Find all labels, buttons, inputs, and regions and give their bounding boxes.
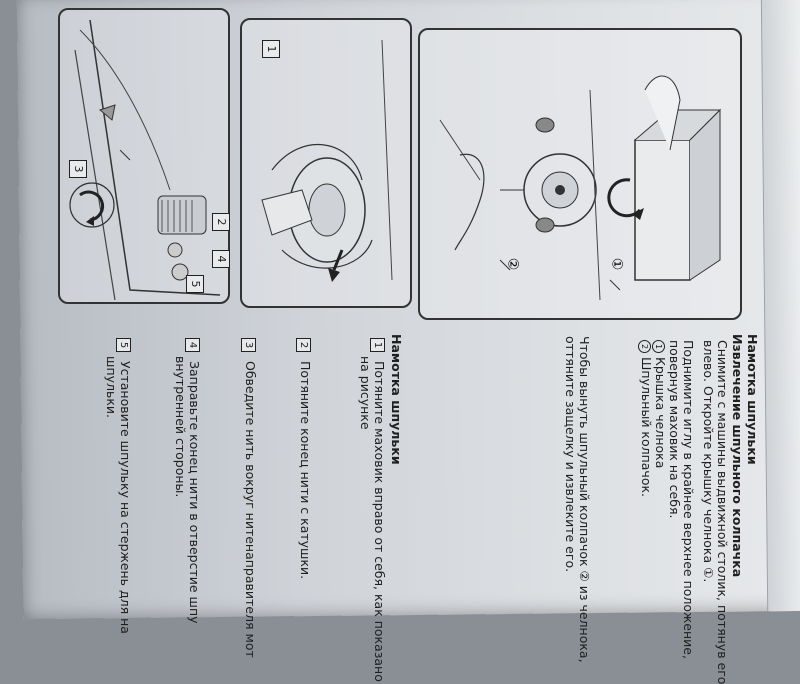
intro-line-2: влево. Откройте крышку челнока ①. — [701, 340, 716, 583]
page-binding-edge — [760, 0, 800, 612]
handwheel-drawing — [261, 39, 393, 282]
figure-bobbin-winder: 3 2 4 5 — [58, 8, 230, 304]
step-3: 3 Обведите нить вокруг нитенаправителя м… — [241, 338, 258, 658]
remove-line-1: Чтобы вынуть шпульный колпачок ② из челн… — [577, 336, 592, 663]
step-5-cont: шпульки. — [104, 356, 119, 419]
winding-title: Намотка шпульки — [389, 334, 404, 465]
figure-step-2-label: 2 — [212, 213, 230, 231]
bobbin-case-drawing — [439, 75, 722, 301]
legend-item-2: 2 Шпульный колпачок. — [638, 340, 654, 497]
figure-handwheel: 1 — [240, 18, 412, 308]
step-4-cont: внутренней стороны. — [173, 356, 188, 498]
figure-step-4-label: 4 — [212, 250, 230, 268]
legend-item-1: 1 Крышка челнока — [652, 340, 668, 468]
figure-bobbin-case: ② ① — [418, 28, 742, 320]
figure-step-5-label: 5 — [186, 275, 204, 293]
step-2: 2 Потяните конец нити с катушки. — [296, 338, 313, 579]
intro-line-1: Снимите с машины выдвижной столик, потян… — [715, 340, 730, 684]
raise-line-1: Поднимите иглу в крайнее верхнее положен… — [681, 340, 696, 659]
section-title: Намотка шпульки — [745, 334, 760, 465]
subsection-title: Извлечение шпульного колпачка — [730, 334, 745, 578]
figure-step-3-label: 3 — [69, 160, 87, 178]
step-1-cont: на рисунке — [358, 356, 373, 430]
raise-line-2: повернув маховик на себя. — [667, 340, 682, 519]
remove-line-2: оттяните защелку и извлеките его. — [563, 336, 578, 573]
callout-1: ① — [608, 257, 625, 271]
callout-2: ② — [504, 257, 521, 271]
bobbin-winder-drawing — [69, 19, 221, 301]
figure-step-1-label: 1 — [262, 40, 280, 58]
